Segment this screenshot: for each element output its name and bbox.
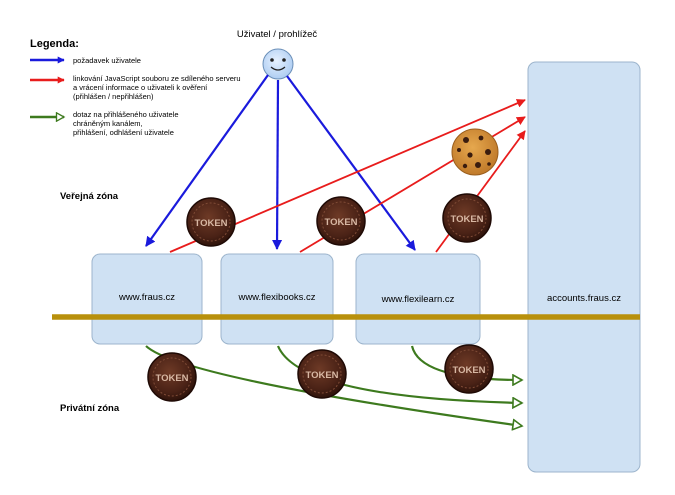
smiley-face-icon bbox=[262, 48, 294, 80]
legend-item-request: požadavek uživatele bbox=[30, 56, 141, 65]
legend-item-javascript: linkování JavaScript souboru ze sdílenéh… bbox=[30, 74, 241, 101]
server-box-accounts: accounts.fraus.cz bbox=[527, 61, 641, 473]
legend-javascript-line-3: (přihlášen / nepřihlášen) bbox=[73, 92, 154, 101]
server-label-fraus: www.fraus.cz bbox=[118, 292, 175, 303]
token-label: TOKEN bbox=[305, 370, 338, 381]
public-zone-label: Veřejná zóna bbox=[60, 191, 119, 202]
token-coin-icon: TOKEN bbox=[444, 344, 494, 394]
user-label: Uživatel / prohlížeč bbox=[237, 29, 318, 40]
server-label-flexibooks: www.flexibooks.cz bbox=[237, 292, 315, 303]
request-arrow-fraus bbox=[145, 74, 269, 247]
legend-private-line-3: přihlášení, odhlášení uživatele bbox=[73, 128, 174, 137]
legend-javascript-line-2: a vrácení informace o uživateli k ověřen… bbox=[73, 83, 208, 92]
server-box-fraus: www.fraus.cz bbox=[91, 253, 203, 345]
legend-private-line-1: dotaz na přihlášeného uživatele bbox=[73, 110, 179, 119]
server-box-flexibooks: www.flexibooks.cz bbox=[220, 253, 334, 345]
legend-item-private-channel: dotaz na přihlášeného uživatele chráněný… bbox=[30, 110, 179, 137]
token-coin-icon: TOKEN bbox=[316, 196, 366, 246]
private-arrow-flexibooks bbox=[276, 345, 522, 403]
token-coin-icon: TOKEN bbox=[297, 349, 347, 399]
token-coin-icon: TOKEN bbox=[147, 352, 197, 402]
legend-private-line-2: chráněným kanálem, bbox=[73, 119, 143, 128]
token-label: TOKEN bbox=[452, 365, 485, 376]
private-arrow-fraus bbox=[145, 345, 522, 426]
token-coin-icon: TOKEN bbox=[186, 197, 236, 247]
token-label: TOKEN bbox=[324, 217, 357, 228]
private-arrow-flexilearn bbox=[410, 345, 522, 380]
legend-title: Legenda: bbox=[30, 38, 79, 50]
legend-javascript-line-1: linkování JavaScript souboru ze sdílenéh… bbox=[73, 74, 241, 83]
cookie-icon bbox=[451, 128, 499, 176]
legend-request-text: požadavek uživatele bbox=[73, 56, 141, 65]
server-box-flexilearn: www.flexilearn.cz bbox=[355, 253, 481, 345]
private-zone-label: Privátní zóna bbox=[60, 403, 120, 414]
token-coin-icon: TOKEN bbox=[442, 193, 492, 243]
token-label: TOKEN bbox=[194, 218, 227, 229]
server-label-accounts: accounts.fraus.cz bbox=[547, 293, 621, 304]
token-label: TOKEN bbox=[450, 214, 483, 225]
token-label: TOKEN bbox=[155, 373, 188, 384]
server-label-flexilearn: www.flexilearn.cz bbox=[381, 294, 455, 305]
request-arrow-flexilearn bbox=[286, 75, 416, 251]
request-arrow-flexibooks bbox=[272, 79, 283, 250]
